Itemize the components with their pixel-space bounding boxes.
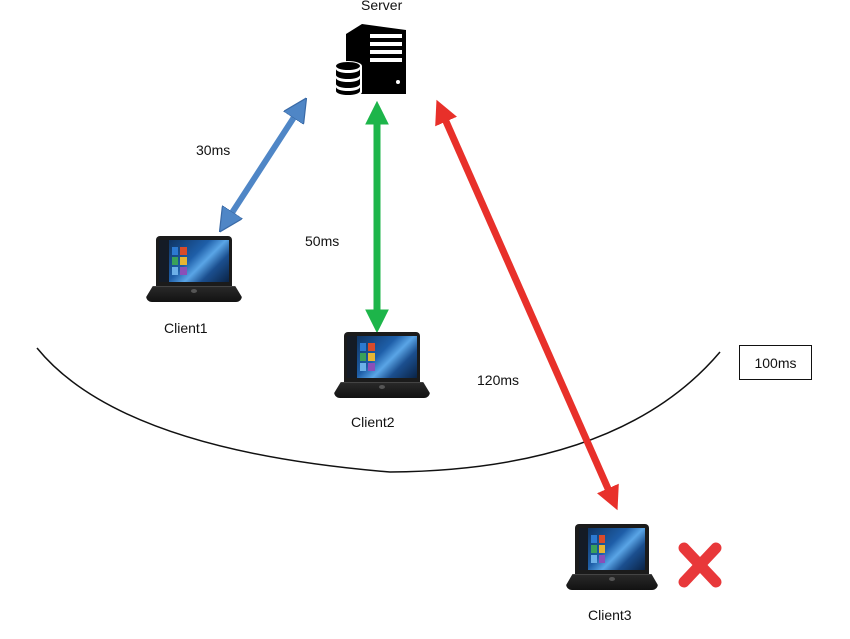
- client3-latency-arrow: [435, 99, 619, 511]
- client3-latency-label: 120ms: [477, 372, 520, 388]
- client3-label: Client3: [588, 607, 632, 623]
- threshold-arc: [36, 347, 721, 473]
- client1-label: Client1: [164, 320, 208, 336]
- threshold-label-box: 100ms: [739, 345, 812, 380]
- client1-laptop-icon: [146, 236, 242, 302]
- client1-latency-arrow: [226, 108, 300, 222]
- client2-label: Client2: [351, 414, 395, 430]
- client1-latency-label: 30ms: [196, 142, 231, 158]
- rejected-x-icon: [678, 542, 722, 588]
- client2-laptop-icon: [334, 332, 430, 398]
- server-database-icon: [334, 24, 406, 97]
- threshold-label: 100ms: [754, 354, 797, 371]
- server-label: Server: [361, 0, 403, 13]
- client3-laptop-icon: [566, 524, 658, 590]
- client2-latency-label: 50ms: [305, 233, 340, 249]
